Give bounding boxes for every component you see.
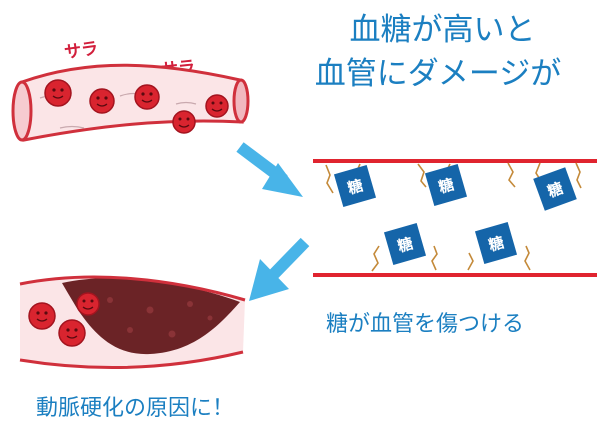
caption-cause-of-arteriosclerosis: 動脈硬化の原因に！ xyxy=(36,396,235,421)
blood-cell xyxy=(134,84,160,110)
sugar-block: 糖 xyxy=(424,163,468,207)
svg-text:糖: 糖 xyxy=(437,175,456,196)
blood-cell xyxy=(205,94,229,118)
sugar-block: 糖 xyxy=(474,221,518,265)
svg-text:糖: 糖 xyxy=(346,176,365,197)
title-line-1: 血糖が高いと xyxy=(349,12,536,48)
sugar-block: 糖 xyxy=(333,164,377,208)
blood-cell xyxy=(44,79,72,107)
plaque-texture xyxy=(107,297,213,338)
healthy-vessel xyxy=(11,63,250,142)
svg-text:糖: 糖 xyxy=(545,179,565,201)
blood-cell xyxy=(58,319,86,347)
arrow-down-right-icon xyxy=(236,142,303,197)
sugar-block: 糖 xyxy=(383,222,427,266)
blood-cell xyxy=(89,88,115,114)
clogged-vessel xyxy=(19,275,246,370)
vessel-wall-diagram: 糖 糖 糖 糖 糖 xyxy=(313,159,597,277)
svg-text:糖: 糖 xyxy=(396,234,415,255)
blood-cell xyxy=(172,110,196,134)
blood-cell xyxy=(28,302,56,330)
title-line-2: 血管にダメージが xyxy=(314,56,562,92)
red-blood-cells xyxy=(44,79,229,134)
svg-text:糖: 糖 xyxy=(487,233,506,254)
sugar-block: 糖 xyxy=(533,167,577,211)
blood-cell xyxy=(76,292,100,316)
arrow-down-left-icon xyxy=(249,237,310,301)
caption-sugar-damages-vessel: 糖が血管を傷つける xyxy=(326,312,525,337)
